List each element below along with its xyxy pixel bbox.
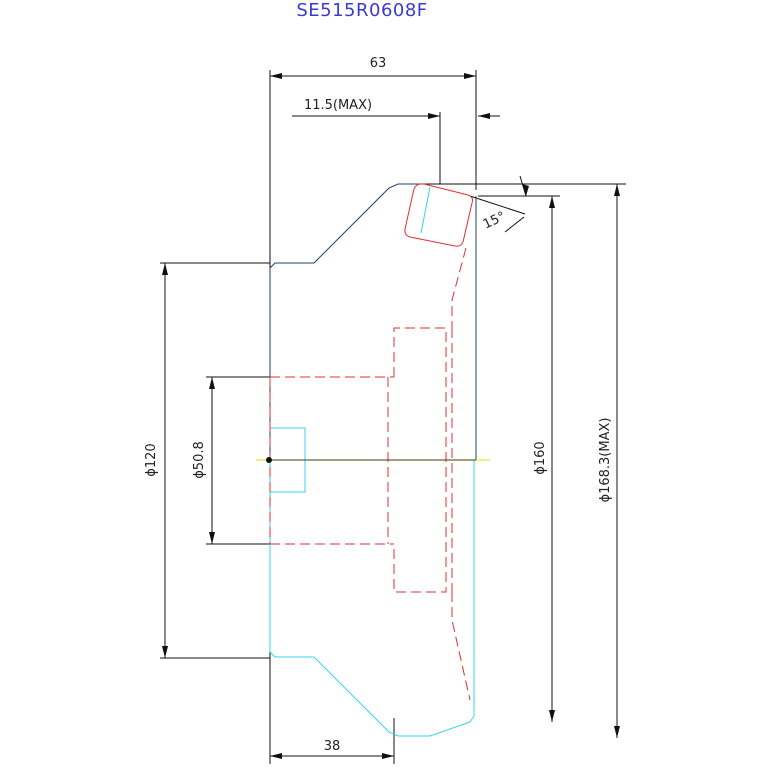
dimension-38: 38	[324, 739, 341, 754]
insert-cyan-edge	[420, 186, 431, 234]
dimension-dia-50-8: ϕ50.8	[192, 441, 207, 479]
dimension-11-5-max: 11.5(MAX)	[304, 98, 372, 113]
axis-origin-point	[266, 457, 272, 463]
cutter-body-outline	[269, 183, 477, 461]
center-axis	[256, 457, 490, 463]
hidden-lines	[269, 247, 471, 701]
dimension-angle-15: 15°	[481, 209, 508, 232]
dimension-dia-168-3-max: ϕ168.3(MAX)	[598, 418, 613, 503]
dimension-dia-120: ϕ120	[144, 443, 159, 476]
dimension-dia-160: ϕ160	[533, 441, 548, 474]
part-number-title: SE515R0608F	[296, 0, 427, 21]
dimension-63: 63	[370, 56, 387, 71]
dimension-lines	[160, 70, 626, 764]
insert-outline	[404, 183, 473, 247]
dimension-arrowheads	[162, 73, 620, 759]
lower-half-outline	[269, 427, 475, 737]
